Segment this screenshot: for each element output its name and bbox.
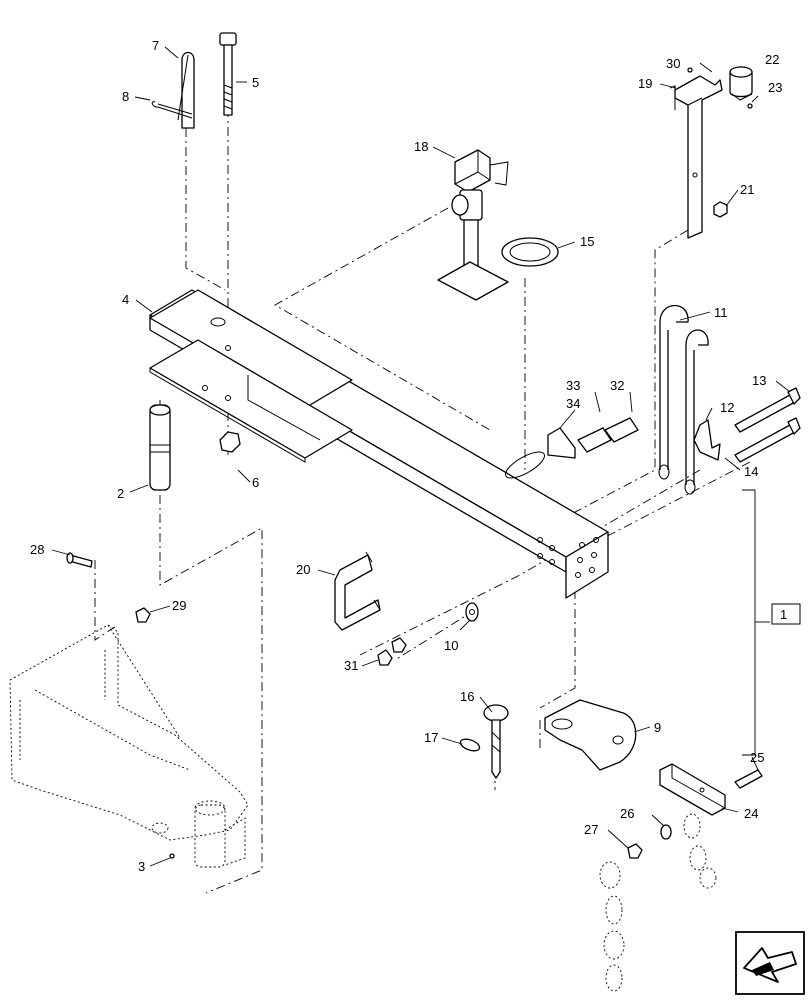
bolt-25	[734, 769, 763, 789]
callout-28: 28	[30, 542, 44, 557]
bushing-2	[149, 404, 171, 491]
bolt-14	[734, 417, 801, 463]
ring-15	[501, 237, 559, 267]
callout-30: 30	[666, 56, 680, 71]
kit-bracket	[742, 489, 801, 756]
callout-32: 32	[610, 378, 624, 393]
washer-10	[465, 602, 479, 622]
callout-10: 10	[444, 638, 458, 653]
callout-7: 7	[152, 38, 159, 53]
callout-33: 33	[566, 378, 580, 393]
callout-8: 8	[122, 89, 129, 104]
callout-5: 5	[252, 75, 259, 90]
callout-15: 15	[580, 234, 594, 249]
callout-29: 29	[172, 598, 186, 613]
hitch-pin-16	[483, 704, 509, 779]
kit-box	[771, 603, 801, 625]
callout-25: 25	[750, 750, 764, 765]
assembly-center-lines	[94, 108, 751, 894]
callout-6: 6	[252, 475, 259, 490]
callout-12: 12	[720, 400, 734, 415]
bolt-28	[66, 552, 93, 568]
clevis-9	[544, 699, 637, 771]
callout-31: 31	[344, 658, 358, 673]
callout-19: 19	[638, 76, 652, 91]
callout-17: 17	[424, 730, 438, 745]
callout-18: 18	[414, 139, 428, 154]
callout-26: 26	[620, 806, 634, 821]
callout-11: 11	[714, 305, 728, 320]
callout-27: 27	[584, 822, 598, 837]
leader-lines	[51, 46, 791, 867]
clamp-24	[659, 763, 726, 816]
mounting-plates	[149, 289, 353, 463]
callout-22: 22	[765, 52, 779, 67]
decal-34	[547, 427, 576, 459]
u-bolt-20	[334, 551, 381, 631]
clevis-pin-7	[177, 51, 195, 129]
callout-2: 2	[117, 486, 124, 501]
screw-23	[747, 103, 753, 109]
nuts-31	[377, 637, 407, 666]
clip-8	[151, 101, 193, 119]
safety-chain-11	[658, 305, 709, 495]
nut-6	[219, 431, 241, 453]
callout-labels: 1 2 3 4 5 6 7 8 9 10 11 12 13 14 15 16 1…	[30, 38, 787, 874]
frame-weldment-3	[9, 624, 249, 868]
callout-34: 34	[566, 396, 580, 411]
bolt-5	[219, 32, 237, 116]
bolt-13	[734, 387, 801, 433]
clip-17	[459, 738, 481, 752]
callout-24: 24	[744, 806, 758, 821]
callout-3: 3	[138, 859, 145, 874]
cap-22	[729, 66, 753, 101]
callout-9: 9	[654, 720, 661, 735]
nut-27	[627, 843, 643, 859]
washer-26	[660, 824, 672, 840]
nut-29	[135, 607, 151, 623]
chain-links	[599, 813, 717, 992]
direction-arrow-icon	[735, 931, 805, 995]
callout-23: 23	[768, 80, 782, 95]
decal-33	[577, 427, 612, 453]
nut-21	[713, 201, 728, 218]
screw-30	[687, 67, 693, 73]
callout-4: 4	[122, 292, 129, 307]
decal-32	[604, 417, 639, 443]
callout-1: 1	[780, 607, 787, 622]
callout-16: 16	[460, 689, 474, 704]
callout-20: 20	[296, 562, 310, 577]
callout-13: 13	[752, 373, 766, 388]
callout-14: 14	[744, 464, 758, 479]
callout-21: 21	[740, 182, 754, 197]
clamp-12	[693, 419, 721, 461]
jack-18	[437, 149, 509, 301]
